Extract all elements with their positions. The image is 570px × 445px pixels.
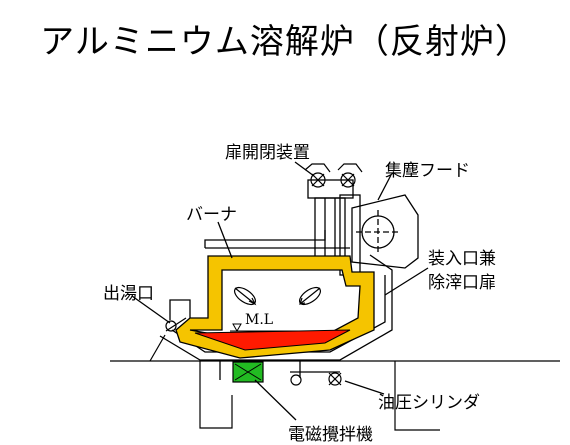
- electromagnetic-stirrer: [232, 361, 264, 383]
- label-burner: バーナ: [186, 205, 237, 225]
- furnace-casing: [159, 230, 393, 380]
- dust-hood: [351, 194, 419, 269]
- leader-lines: [131, 161, 429, 421]
- burner-flames: [233, 286, 322, 306]
- label-charge-door-2: 除滓口扉: [428, 273, 496, 293]
- label-door-device: 扉開閉装置: [225, 143, 310, 163]
- label-hydraulic-cylinder: 油圧シリンダ: [378, 393, 480, 413]
- label-dust-hood: 集塵フード: [385, 161, 470, 181]
- label-tap-hole: 出湯口: [103, 284, 154, 304]
- label-stirrer: 電磁攪拌機: [288, 425, 373, 445]
- page-title: アルミニウム溶解炉（反射炉）: [40, 22, 530, 62]
- floor: [110, 334, 560, 431]
- label-charge-door-1: 装入口兼: [428, 249, 496, 269]
- hydraulic-cylinder: [290, 371, 342, 386]
- tap-hole-nozzle: [165, 317, 187, 332]
- melt-level-marker: [230, 323, 300, 333]
- label-melt-level: M.L: [245, 312, 274, 328]
